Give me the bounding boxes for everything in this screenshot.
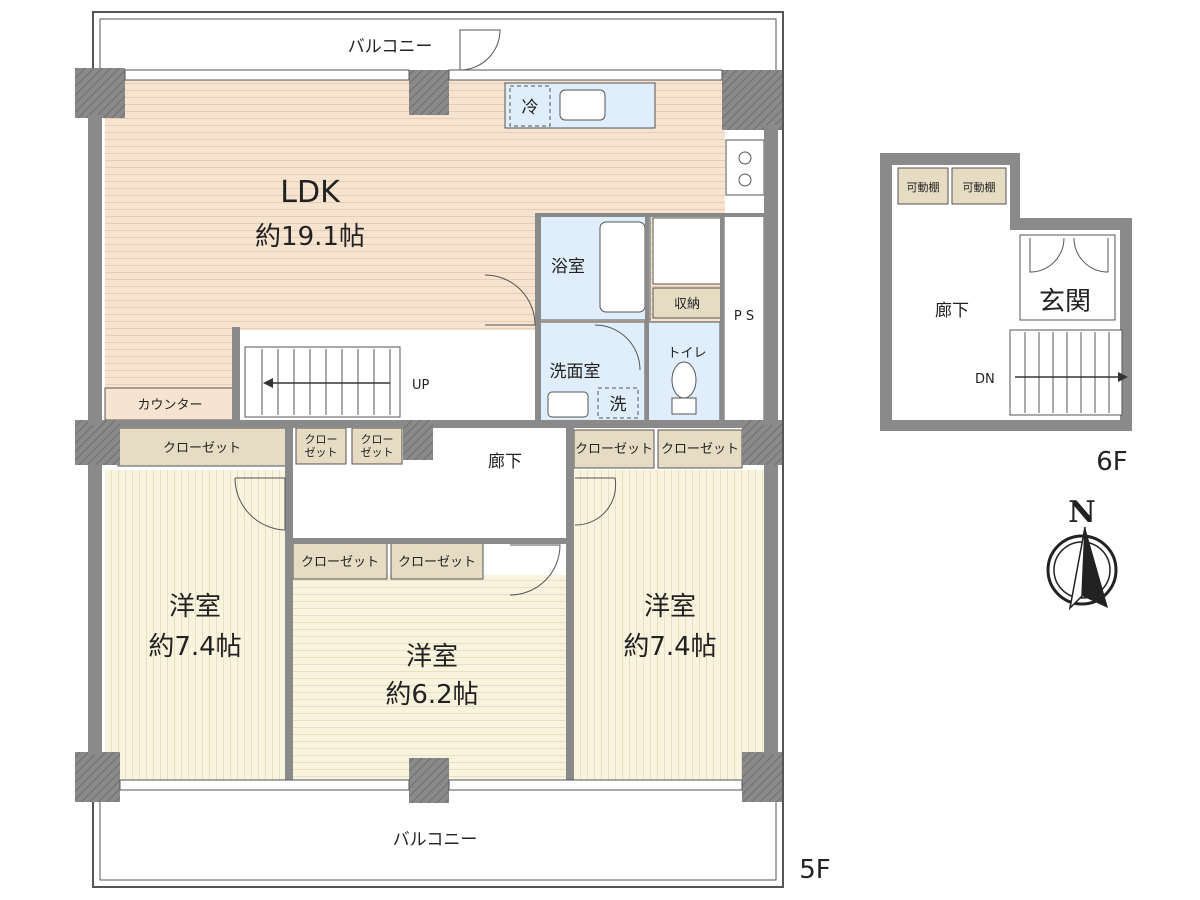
bath-label: 浴室 [551,257,585,277]
shelf-1-label: 可動棚 [907,180,940,194]
bathtub [599,221,646,313]
sink [559,89,606,121]
utility-box [652,217,722,285]
hallway-6f-label: 廊下 [935,301,969,321]
dn-label: DN [975,372,995,387]
burner [738,151,752,165]
room-right-floor [571,470,764,780]
ldk-name: LDK [280,175,341,210]
floor-6f-label: 6F [1096,447,1128,477]
room-left-floor [105,470,288,780]
ps-label: P S [734,309,754,324]
stairs-5f [244,346,401,418]
counter-label: カウンター [137,398,202,413]
room-left-size: 約7.4帖 [148,632,241,662]
closet-mid-2: クローゼット [398,555,476,570]
ldk-size: 約19.1帖 [255,222,365,252]
room-right-name: 洋室 [644,592,696,622]
burner [738,173,752,187]
toilet-tank [671,397,697,415]
room-mid-name: 洋室 [406,642,458,672]
closet-small-2: クローゼット [361,433,394,459]
washbasin [547,391,589,418]
balcony-bottom-label: バルコニー [393,830,478,850]
balcony-top-label: バルコニー [348,37,433,57]
up-label: UP [412,378,430,393]
closets [117,427,743,580]
hall-lower-floor [290,470,570,540]
room-right-size: 約7.4帖 [623,632,716,662]
room-left-name: 洋室 [169,592,221,622]
closet-left-top: クローゼット [163,441,241,456]
washroom-label: 洗面室 [550,362,601,382]
hallway-5f-label: 廊下 [488,452,522,472]
room-mid-size: 約6.2帖 [385,680,478,710]
room-mid-floor [293,575,571,780]
interior-walls [100,213,770,780]
exterior-walls [75,68,782,803]
floor-5f-label: 5F [799,855,831,885]
toilet-bowl [671,361,697,399]
fridge-box [509,85,551,127]
closet-mid-1: クローゼット [301,555,379,570]
storage-label: 収納 [674,297,700,312]
closet-right-2: クローゼット [661,442,739,457]
windows [119,69,743,791]
fridge-label: 冷 [522,98,539,118]
door-swings [234,29,641,596]
floor-6f-plan [880,153,1132,431]
entrance-label: 玄関 [1039,287,1091,317]
stove [725,139,765,196]
compass-n-label: N [1068,495,1095,530]
toilet-label: トイレ [667,346,706,361]
closet-right-1: クローゼット [575,442,653,457]
closet-small-1: クローゼット [305,433,338,459]
compass-icon: N [1046,495,1118,611]
washer-label: 洗 [610,395,627,415]
shelf-2-label: 可動棚 [963,180,996,194]
